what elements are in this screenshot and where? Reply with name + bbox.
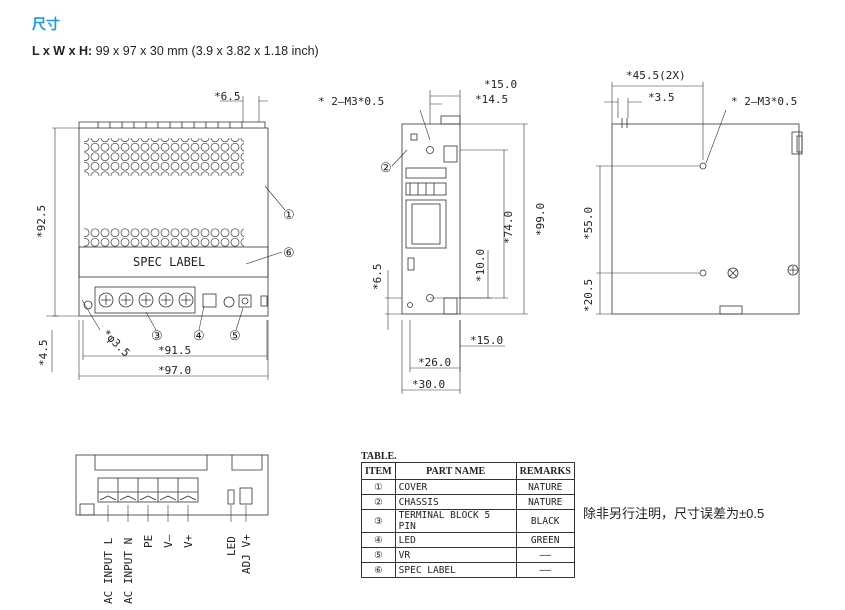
- cell-item: ④: [361, 532, 396, 548]
- table-header-row: ITEM PART NAME REMARKS: [361, 462, 575, 480]
- side-outline: [401, 123, 461, 315]
- dim-side-99: *99.0: [534, 203, 547, 236]
- table-row: ⑤ VR ––: [361, 547, 575, 563]
- side-view: [385, 90, 528, 394]
- back-view-labels: *45.5(2X) *3.5 * 2–M3*0.5 *55.0 *20.5: [582, 69, 797, 312]
- table-row: ② CHASSIS NATURE: [361, 494, 575, 510]
- mount-hole: [83, 300, 93, 310]
- callout-4: ④: [193, 329, 205, 344]
- dimensions-label: L x W x H:: [32, 44, 93, 58]
- side-screw-note: * 2–M3*0.5: [318, 95, 384, 108]
- terminal-label-v-plus: V+: [182, 534, 195, 548]
- cell-remarks: GREEN: [515, 532, 575, 548]
- cell-part-name: LED: [394, 532, 517, 548]
- dim-back-20-5: *20.5: [582, 279, 595, 312]
- dim-side-30: *30.0: [412, 378, 445, 391]
- cell-remarks: NATURE: [515, 494, 575, 510]
- cell-item: ②: [361, 494, 396, 510]
- terminal-block: [94, 286, 196, 314]
- callout-6: ⑥: [283, 246, 295, 261]
- vr-trim: [238, 294, 252, 308]
- terminal-detail-view: [75, 454, 269, 522]
- dim-side-6-5: *6.5: [371, 264, 384, 291]
- dim-front-hole: *φ3.5: [100, 327, 133, 360]
- dim-side-14-5: *14.5: [475, 93, 508, 106]
- section-title: 尺寸: [32, 16, 60, 32]
- led-symbol: [223, 296, 235, 308]
- table-header-item: ITEM: [361, 462, 396, 480]
- back-outline: [611, 123, 800, 315]
- side-screw-hole-top: [426, 146, 434, 154]
- callout-2: ②: [380, 161, 392, 176]
- cell-part-name: COVER: [394, 479, 517, 495]
- spec-label-area: [78, 246, 269, 278]
- terminal-labels: AC INPUT L AC INPUT N PE V– V+ LED ADJ V…: [102, 534, 253, 604]
- table-row: ④ LED GREEN: [361, 532, 575, 548]
- back-screw-hole-bottom: [699, 269, 707, 277]
- terminal-screws: [98, 292, 194, 308]
- detail-terminal-block: [97, 477, 199, 503]
- cell-item: ③: [361, 509, 396, 533]
- terminal-label-ac-n: AC INPUT N: [122, 538, 135, 604]
- parts-table: ITEM PART NAME REMARKS ① COVER NATURE ② …: [361, 462, 575, 578]
- cell-item: ⑤: [361, 547, 396, 563]
- spec-label-text: SPEC LABEL: [133, 255, 205, 269]
- dim-back-3-5: *3.5: [648, 91, 675, 104]
- detail-outline: [75, 454, 269, 516]
- cell-remarks: ––: [515, 562, 575, 578]
- cell-part-name: TERMINAL BLOCK 5 PIN: [394, 509, 517, 533]
- dim-side-26: *26.0: [418, 356, 451, 369]
- table-header-remarks: REMARKS: [515, 462, 575, 480]
- led-window: [202, 293, 217, 308]
- callout-3: ③: [151, 329, 163, 344]
- terminal-label-v-minus: V–: [162, 534, 175, 548]
- dimensions-summary: L x W x H: 99 x 97 x 30 mm (3.9 x 3.82 x…: [32, 44, 319, 58]
- dim-back-45-5: *45.5(2X): [626, 69, 686, 82]
- cell-remarks: BLACK: [515, 509, 575, 533]
- table-header-part-name: PART NAME: [394, 462, 517, 480]
- dim-side-10: *10.0: [474, 249, 487, 282]
- lower-vent-holes: [84, 228, 244, 247]
- dimensions-value: 99 x 97 x 30 mm (3.9 x 3.82 x 1.18 inch): [92, 44, 319, 58]
- callout-5: ⑤: [229, 329, 241, 344]
- cell-part-name: SPEC LABEL: [394, 562, 517, 578]
- table-row: ⑥ SPEC LABEL ––: [361, 562, 575, 578]
- cell-part-name: CHASSIS: [394, 494, 517, 510]
- terminal-label-pe: PE: [142, 535, 155, 548]
- dim-side-74: *74.0: [502, 211, 515, 244]
- side-inner-block: [405, 199, 447, 249]
- back-view: [596, 82, 803, 315]
- table-row: ① COVER NATURE: [361, 479, 575, 495]
- dim-front-92-5: *92.5: [35, 205, 48, 238]
- front-outline: [78, 127, 269, 317]
- terminal-label-adj: ADJ V+: [240, 534, 253, 574]
- dim-side-15-bottom: *15.0: [470, 334, 503, 347]
- terminal-label-ac-l: AC INPUT L: [102, 537, 115, 604]
- tolerance-note: 除非另行注明，尺寸误差为±0.5: [583, 506, 765, 521]
- cell-remarks: NATURE: [515, 479, 575, 495]
- front-view: [46, 96, 286, 380]
- table-row: ③ TERMINAL BLOCK 5 PIN BLACK: [361, 509, 575, 533]
- back-screw-hole-top: [699, 162, 707, 170]
- cell-remarks: ––: [515, 547, 575, 563]
- dim-side-15-top: *15.0: [484, 78, 517, 91]
- dim-front-97: *97.0: [158, 364, 191, 377]
- dim-front-6-5: *6.5: [214, 90, 241, 103]
- cell-item: ⑥: [361, 562, 396, 578]
- upper-vent-holes: [84, 138, 244, 176]
- dim-front-91-5: *91.5: [158, 344, 191, 357]
- back-screw-note: * 2–M3*0.5: [731, 95, 797, 108]
- dim-back-55: *55.0: [582, 207, 595, 240]
- cell-part-name: VR: [394, 547, 517, 563]
- terminal-label-led: LED: [225, 536, 238, 556]
- side-view-labels: *15.0 *14.5 * 2–M3*0.5 *99.0 *74.0 *10.0…: [318, 78, 547, 391]
- table-caption: TABLE.: [361, 451, 397, 462]
- dim-front-4-5: *4.5: [37, 340, 50, 367]
- cell-item: ①: [361, 479, 396, 495]
- callout-1: ①: [283, 208, 295, 223]
